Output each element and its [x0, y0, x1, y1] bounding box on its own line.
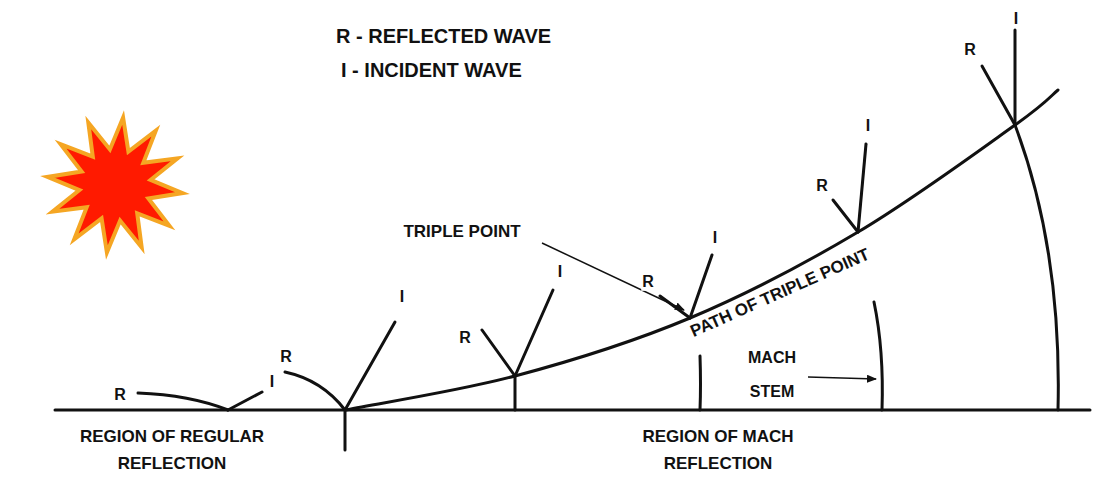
- mach-stem: [874, 302, 882, 410]
- wave-letter: I: [399, 288, 405, 306]
- mach-stem: [699, 356, 703, 410]
- region-label: REGION OF REGULAR REFLECTION: [46, 423, 298, 477]
- incident-wave: [345, 322, 395, 410]
- explosion-burst: [48, 118, 183, 253]
- wave-letter: I: [865, 117, 871, 135]
- mach-stem: [514, 376, 517, 410]
- reflected-wave: [138, 393, 228, 410]
- wave-letter: I: [557, 263, 563, 281]
- reflected-wave: [482, 330, 515, 376]
- ground-surface: [55, 409, 1090, 412]
- legend-note: R - REFLECTED WAVE: [335, 25, 552, 48]
- incident-wave: [690, 255, 712, 318]
- wave-letter: I: [712, 229, 718, 247]
- incident-wave: [1014, 30, 1017, 125]
- reflected-wave: [285, 372, 345, 410]
- mach-stem: [1015, 125, 1058, 410]
- triple-point-path: [345, 90, 1058, 410]
- reflected-wave: [833, 200, 858, 232]
- leader-arrow: [542, 243, 684, 310]
- wave-letter: R: [815, 177, 829, 195]
- callout-label: MACH STEM: [736, 341, 808, 408]
- path-label: PATH OF TRIPLE POINT: [687, 244, 874, 342]
- reflected-wave: [982, 66, 1015, 125]
- leader-arrow: [808, 377, 876, 379]
- wave-letter: R: [113, 386, 127, 404]
- legend-note: I - INCIDENT WAVE: [340, 59, 523, 82]
- incident-wave: [515, 290, 553, 376]
- boundary-tick: [344, 410, 347, 450]
- wave-letter: R: [963, 41, 977, 59]
- region-label: REGION OF MACH REFLECTION: [602, 423, 834, 477]
- reflected-wave: [660, 296, 690, 318]
- incident-wave: [858, 144, 866, 232]
- incident-wave: [228, 392, 262, 410]
- wave-letter: R: [641, 273, 655, 291]
- callout-label: TRIPLE POINT: [402, 222, 521, 242]
- wave-letter: I: [1013, 10, 1019, 28]
- wave-letter: R: [458, 329, 472, 347]
- wave-letter: I: [269, 373, 275, 391]
- wave-letter: R: [279, 348, 293, 366]
